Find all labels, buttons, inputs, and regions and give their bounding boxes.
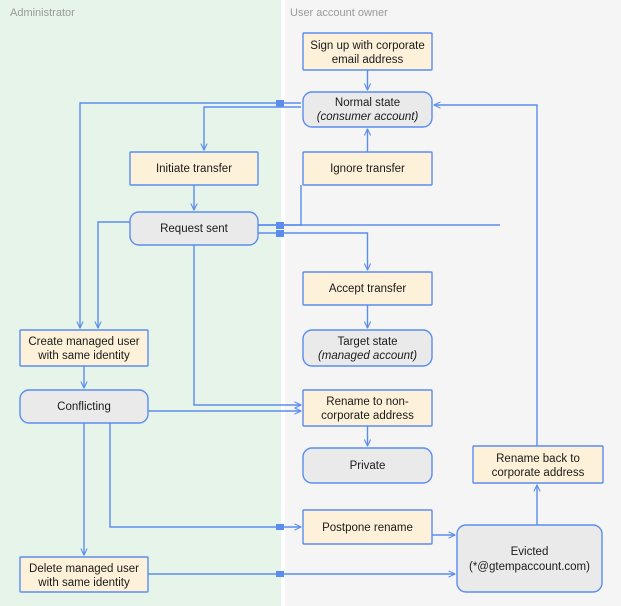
edge-request-sent-to-rename-non-corporate	[193, 245, 301, 405]
node-postpone-rename[interactable]: Postpone rename	[302, 509, 433, 545]
node-rename-to-non-corporate-line-2: corporate address	[321, 410, 414, 422]
edge-normal-state-to-initiate-transfer	[204, 106, 301, 150]
node-create-managed-user[interactable]: Create managed user with same identity	[19, 329, 149, 367]
junction-marker-normal-state-left	[276, 100, 284, 107]
node-create-managed-user-line-1: Create managed user	[28, 336, 139, 348]
node-rename-to-non-corporate-line-1: Rename to non-	[326, 396, 409, 408]
lane-administrator-background	[0, 0, 281, 606]
node-request-sent-shape[interactable]	[129, 211, 259, 246]
lane-title-administrator: Administrator	[10, 7, 75, 19]
node-private-label: Private	[350, 460, 386, 472]
node-conflicting[interactable]: Conflicting	[19, 389, 149, 424]
node-normal-state-shape[interactable]	[302, 91, 433, 128]
node-rename-back-to-corporate-line-1: Rename back to	[496, 453, 580, 465]
node-ignore-transfer-label: Ignore transfer	[330, 163, 405, 175]
edges-layer	[80, 70, 537, 577]
node-delete-managed-user-line-2: with same identity	[37, 577, 130, 589]
node-rename-to-non-corporate[interactable]: Rename to non- corporate address	[302, 389, 433, 427]
node-evicted-line-1: Evicted	[511, 546, 549, 558]
nodes-layer: Sign up with corporate email address Nor…	[19, 32, 604, 593]
junction-marker-request-sent-lower	[276, 230, 284, 237]
node-evicted-shape[interactable]	[456, 524, 603, 593]
node-accept-transfer-label: Accept transfer	[329, 283, 407, 295]
junction-marker-postpone-rename-bus	[276, 524, 284, 530]
node-create-managed-user-shape[interactable]	[19, 329, 149, 367]
node-conflicting-label: Conflicting	[57, 401, 111, 413]
node-evicted[interactable]: Evicted (*@gtempaccount.com)	[456, 524, 603, 593]
node-target-state[interactable]: Target state (managed account)	[302, 329, 433, 367]
node-accept-transfer[interactable]: Accept transfer	[302, 271, 433, 306]
node-initiate-transfer-label: Initiate transfer	[156, 163, 232, 175]
node-delete-managed-user-shape[interactable]	[19, 556, 149, 593]
edge-conflicting-to-postpone-rename	[109, 423, 301, 527]
node-sign-up-shape[interactable]	[302, 32, 433, 71]
node-evicted-line-2: (*@gtempaccount.com)	[469, 561, 590, 573]
node-sign-up-line-1: Sign up with corporate	[310, 40, 424, 52]
node-rename-back-to-corporate-shape[interactable]	[472, 445, 604, 484]
node-sign-up[interactable]: Sign up with corporate email address	[302, 32, 433, 71]
node-ignore-transfer[interactable]: Ignore transfer	[302, 151, 433, 186]
lane-title-user-account-owner: User account owner	[290, 7, 388, 19]
node-private[interactable]: Private	[302, 447, 433, 484]
node-accept-transfer-shape[interactable]	[302, 271, 433, 306]
node-sign-up-line-2: email address	[332, 54, 404, 66]
node-initiate-transfer-shape[interactable]	[129, 151, 259, 186]
edge-request-sent-to-accept-transfer	[258, 232, 368, 270]
node-private-shape[interactable]	[302, 447, 433, 484]
node-delete-managed-user-line-1: Delete managed user	[29, 563, 139, 575]
node-request-sent-label: Request sent	[160, 223, 229, 235]
node-normal-state-line-2: (consumer account)	[317, 111, 419, 123]
edge-request-sent-to-create-managed-user	[98, 221, 130, 328]
node-ignore-transfer-shape[interactable]	[302, 151, 433, 186]
edge-normal-state-to-create-managed-user	[80, 102, 301, 328]
node-rename-back-to-corporate[interactable]: Rename back to corporate address	[472, 445, 604, 484]
node-rename-back-to-corporate-line-2: corporate address	[492, 467, 585, 479]
junction-marker-request-sent-upper	[276, 222, 284, 229]
node-request-sent[interactable]: Request sent	[129, 211, 259, 246]
node-normal-state-line-1: Normal state	[335, 97, 400, 109]
junction-marker-delete-managed-user-bus	[276, 571, 284, 577]
node-conflicting-shape[interactable]	[19, 389, 149, 424]
node-initiate-transfer[interactable]: Initiate transfer	[129, 151, 259, 186]
node-target-state-line-1: Target state	[337, 336, 397, 348]
node-target-state-line-2: (managed account)	[318, 350, 417, 362]
node-create-managed-user-line-2: with same identity	[37, 350, 130, 362]
node-normal-state[interactable]: Normal state (consumer account)	[302, 91, 433, 128]
node-rename-to-non-corporate-shape[interactable]	[302, 389, 433, 427]
node-postpone-rename-shape[interactable]	[302, 509, 433, 545]
node-delete-managed-user[interactable]: Delete managed user with same identity	[19, 556, 149, 593]
node-postpone-rename-label: Postpone rename	[322, 522, 413, 534]
node-target-state-shape[interactable]	[302, 329, 433, 367]
edge-rename-back-corporate-to-normal-state	[434, 105, 538, 446]
